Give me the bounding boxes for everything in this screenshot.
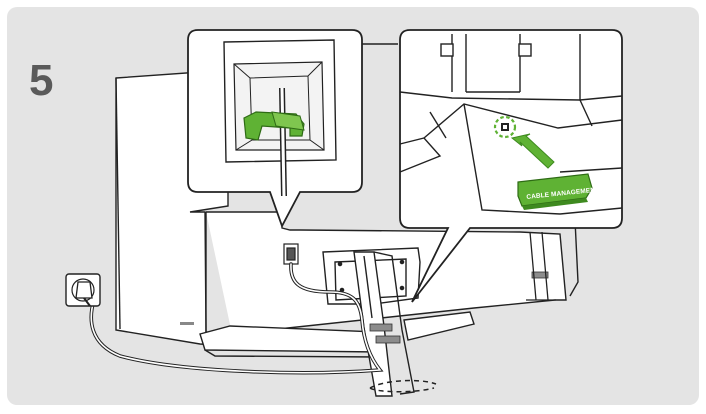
back-connector [284,244,298,264]
tv-logo-mark [180,322,194,325]
